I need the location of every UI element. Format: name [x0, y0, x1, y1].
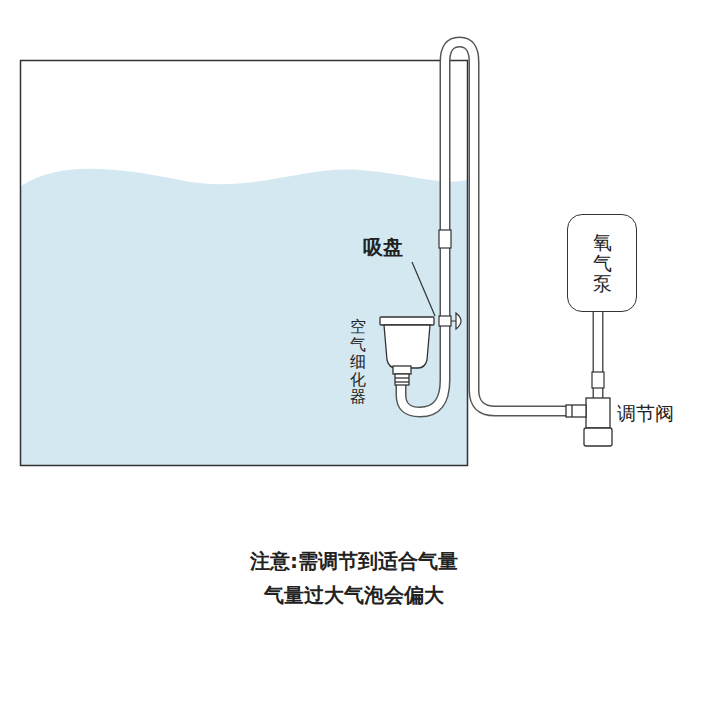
water: [21, 169, 467, 465]
air-diffuser: [380, 317, 434, 385]
tube-joint: [439, 230, 451, 248]
part-label: 吸盘: [363, 234, 403, 261]
regulator-valve: [566, 398, 612, 446]
note-text: 气量过大气泡会偏大: [264, 582, 444, 609]
pump-box: 氧气泵: [567, 214, 637, 312]
part-label: 调节阀: [617, 401, 674, 427]
part-label: 空气细化器: [350, 318, 366, 406]
note-text: 注意:需调节到适合气量: [250, 548, 458, 575]
tube-joint: [592, 372, 604, 388]
leader-line: [412, 262, 435, 316]
suction-cup: [439, 313, 461, 329]
pump-label: 氧气泵: [593, 232, 612, 295]
